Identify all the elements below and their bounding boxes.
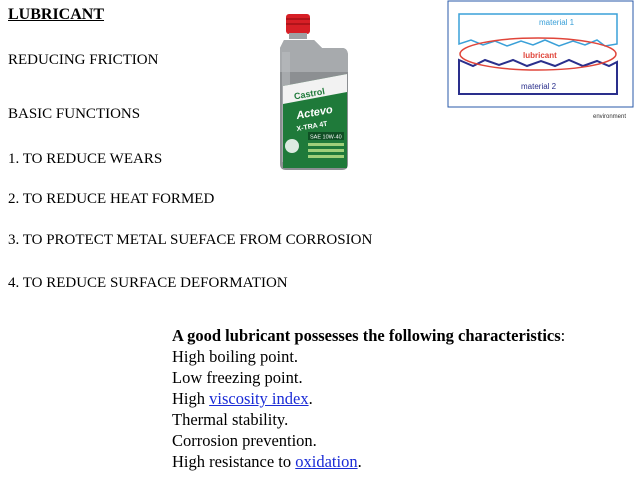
function-item-4: 4. TO REDUCE SURFACE DEFORMATION [8,275,288,291]
function-item-1: 1. TO REDUCE WEARS [8,151,163,167]
material-1-label: material 1 [539,18,575,27]
oil-bottle-image: Castrol Actevo X-TRA 4T SAE 10W-40 [280,14,348,170]
item-prefix: High resistance to [172,452,296,471]
item-suffix: . [308,389,313,408]
environment-caption: environment [593,114,626,120]
characteristic-item: Thermal stability. [172,410,289,429]
heading-colon: : [560,326,566,345]
item-prefix: High [172,389,210,408]
characteristic-item: High viscosity index. [172,388,565,409]
slide-title: LUBRICANT [8,6,105,23]
item-suffix: . [357,452,362,471]
characteristic-item: Corrosion prevention. [172,431,317,450]
lubricant-diagram: material 1 material 2 lubricant environm… [447,0,634,120]
characteristics-heading: A good lubricant possesses the following… [172,326,561,345]
oxidation-link[interactable]: oxidation [295,452,358,471]
characteristic-item: High resistance to oxidation. [172,451,565,472]
function-item-3: 3. TO PROTECT METAL SUEFACE FROM CORROSI… [8,232,373,248]
characteristic-item: High boiling point. [172,347,299,366]
line-basic-functions: BASIC FUNCTIONS [8,106,141,122]
characteristic-item: Low freezing point. [172,368,303,387]
characteristics-block: A good lubricant possesses the following… [172,325,565,472]
function-item-2: 2. TO REDUCE HEAT FORMED [8,191,215,207]
viscosity-index-link[interactable]: viscosity index [209,389,309,408]
line-reducing-friction: REDUCING FRICTION [8,52,159,68]
material-2-label: material 2 [521,82,557,91]
bottle-grade: SAE 10W-40 [310,135,342,141]
lubricant-label: lubricant [523,51,557,60]
characteristics-heading-row: A good lubricant possesses the following… [172,325,565,346]
